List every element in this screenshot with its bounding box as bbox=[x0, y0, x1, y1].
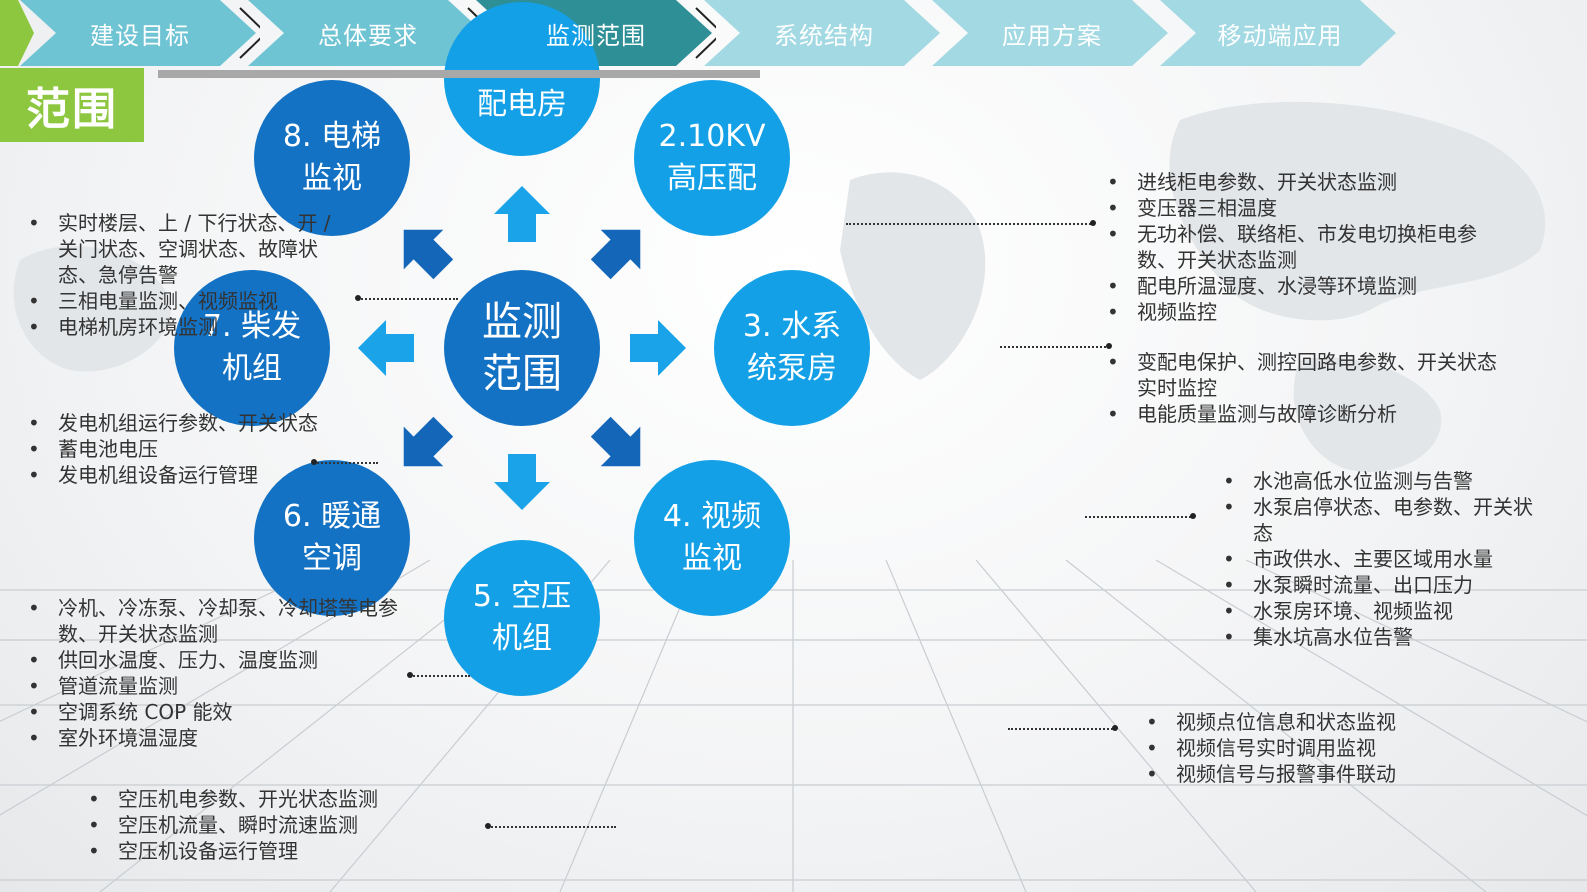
arrow-up bbox=[494, 186, 550, 242]
list-item: 冷机、冷冻泵、冷却泵、冷却塔等电参数、开关状态监测 bbox=[28, 595, 412, 647]
tab-construction-goals[interactable]: 建设目标 bbox=[20, 0, 260, 66]
connector-dot bbox=[1190, 513, 1196, 519]
list-item: 水泵瞬时流量、出口压力 bbox=[1223, 572, 1543, 598]
list-item: 集水坑高水位告警 bbox=[1223, 624, 1543, 650]
list-item: 水泵房环境、视频监视 bbox=[1223, 598, 1543, 624]
tab-label: 移动端应用 bbox=[1217, 21, 1343, 50]
arrow-up-right bbox=[590, 229, 641, 280]
list-item: 配电所温湿度、水浸等环境监测 bbox=[1107, 273, 1507, 299]
green-tab-marker bbox=[0, 0, 34, 66]
connector-hvac bbox=[410, 675, 470, 677]
tab-label: 监测范围 bbox=[546, 21, 646, 50]
node-video-monitor: 4. 视频 监视 bbox=[634, 460, 790, 616]
arrow-left bbox=[358, 320, 414, 376]
tab-label: 应用方案 bbox=[1002, 21, 1102, 50]
tab-system-structure[interactable]: 系统结构 bbox=[704, 0, 944, 66]
tab-shape bbox=[1160, 0, 1396, 66]
tab-mobile-app[interactable]: 移动端应用 bbox=[1160, 0, 1400, 66]
list-hvac: 冷机、冷冻泵、冷却泵、冷却塔等电参数、开关状态监测 供回水温度、压力、温度监测 … bbox=[28, 595, 412, 751]
list-elevator: 实时楼层、上 / 下行状态、开 / 关门状态、空调状态、故障状态、急停告警 三相… bbox=[28, 210, 340, 340]
list-item: 蓄电池电压 bbox=[28, 436, 318, 462]
list-water-pump: 水池高低水位监测与告警 水泵启停状态、电参数、开关状态 市政供水、主要区域用水量… bbox=[1223, 468, 1543, 650]
list-item: 水池高低水位监测与告警 bbox=[1223, 468, 1543, 494]
connector-diesel bbox=[314, 462, 378, 464]
list-power-room: 进线柜电参数、开关状态监测 变压器三相温度 无功补偿、联络柜、市发电切换柜电参数… bbox=[1107, 169, 1507, 325]
list-item: 空调系统 COP 能效 bbox=[28, 699, 412, 725]
list-item: 三相电量监测、视频监视 bbox=[28, 288, 340, 314]
node-power-room: 配电房 bbox=[444, 2, 600, 156]
connector-dot bbox=[355, 295, 361, 301]
list-item: 视频信号与报警事件联动 bbox=[1146, 761, 1486, 787]
list-item: 变压器三相温度 bbox=[1107, 195, 1507, 221]
arrow-down-right bbox=[590, 416, 641, 467]
list-item: 实时楼层、上 / 下行状态、开 / 关门状态、空调状态、故障状态、急停告警 bbox=[28, 210, 340, 288]
center-node-monitoring-scope: 监测 范围 bbox=[444, 270, 600, 426]
list-item: 空压机设备运行管理 bbox=[88, 838, 448, 864]
tab-label: 总体要求 bbox=[318, 21, 418, 50]
arrow-down bbox=[494, 454, 550, 510]
tab-shape bbox=[704, 0, 940, 66]
list-item: 市政供水、主要区域用水量 bbox=[1223, 546, 1543, 572]
tab-shape bbox=[932, 0, 1168, 66]
tab-label: 系统结构 bbox=[774, 21, 874, 50]
list-item: 空压机电参数、开光状态监测 bbox=[88, 786, 448, 812]
list-item: 无功补偿、联络柜、市发电切换柜电参数、开关状态监测 bbox=[1107, 221, 1507, 273]
tab-application-plan[interactable]: 应用方案 bbox=[932, 0, 1172, 66]
list-item: 管道流量监测 bbox=[28, 673, 412, 699]
list-item: 发电机组设备运行管理 bbox=[28, 462, 318, 488]
arrow-up-left bbox=[403, 229, 454, 280]
list-item: 水泵启停状态、电参数、开关状态 bbox=[1223, 494, 1543, 546]
list-item: 发电机组运行参数、开关状态 bbox=[28, 410, 318, 436]
list-item: 视频点位信息和状态监视 bbox=[1146, 709, 1486, 735]
connector-dot bbox=[1106, 343, 1112, 349]
arrow-down-left bbox=[403, 416, 454, 467]
connector-video bbox=[1008, 728, 1116, 730]
connector-elevator bbox=[358, 298, 458, 300]
list-item: 空压机流量、瞬时流速监测 bbox=[88, 812, 448, 838]
arrow-right bbox=[630, 320, 686, 376]
list-item: 视频监控 bbox=[1107, 299, 1507, 325]
connector-air-compressor bbox=[488, 826, 616, 828]
list-item: 视频信号实时调用监视 bbox=[1146, 735, 1486, 761]
list-item: 进线柜电参数、开关状态监测 bbox=[1107, 169, 1507, 195]
list-item: 电能质量监测与故障诊断分析 bbox=[1107, 401, 1507, 427]
list-hv-power: 变配电保护、测控回路电参数、开关状态实时监控 电能质量监测与故障诊断分析 bbox=[1107, 349, 1507, 427]
tab-label: 建设目标 bbox=[90, 21, 190, 50]
connector-dot bbox=[1090, 220, 1096, 226]
connector-power-room bbox=[846, 223, 1094, 225]
list-item: 电梯机房环境监测 bbox=[28, 314, 340, 340]
list-item: 供回水温度、压力、温度监测 bbox=[28, 647, 412, 673]
node-air-compressor: 5. 空压 机组 bbox=[444, 540, 600, 696]
list-video: 视频点位信息和状态监视 视频信号实时调用监视 视频信号与报警事件联动 bbox=[1146, 709, 1486, 787]
connector-water bbox=[1085, 516, 1195, 518]
list-item: 变配电保护、测控回路电参数、开关状态实时监控 bbox=[1107, 349, 1507, 401]
list-item: 室外环境温湿度 bbox=[28, 725, 412, 751]
list-diesel: 发电机组运行参数、开关状态 蓄电池电压 发电机组设备运行管理 bbox=[28, 410, 318, 488]
node-water-pump-room: 3. 水系 统泵房 bbox=[714, 270, 870, 426]
tab-overall-requirements[interactable]: 总体要求 bbox=[248, 0, 488, 66]
section-title: 范围 bbox=[0, 68, 144, 142]
tab-shape bbox=[20, 0, 260, 66]
connector-hv bbox=[1000, 346, 1110, 348]
list-air-compressor: 空压机电参数、开光状态监测 空压机流量、瞬时流速监测 空压机设备运行管理 bbox=[88, 786, 448, 864]
node-hv-power: 2.10KV 高压配 bbox=[634, 80, 790, 236]
divider-bar bbox=[158, 70, 760, 78]
connector-dot bbox=[1112, 725, 1118, 731]
connector-dot bbox=[485, 823, 491, 829]
